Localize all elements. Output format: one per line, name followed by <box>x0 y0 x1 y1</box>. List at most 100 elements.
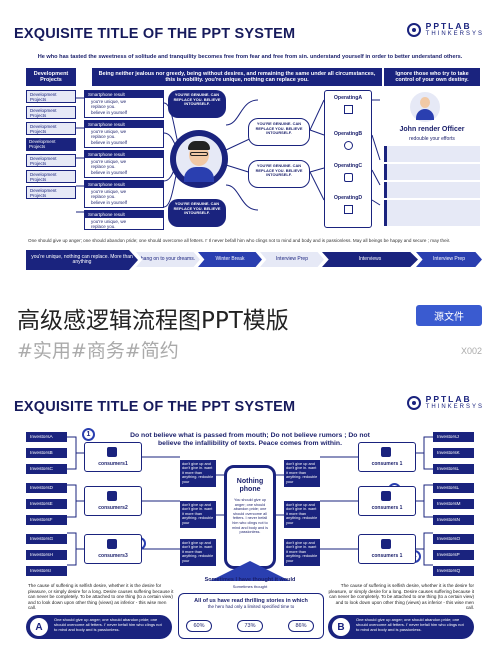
investor-tag: InvestorsN <box>433 515 474 525</box>
investor-tag: InvestorsG <box>26 534 67 544</box>
avatar-icon <box>176 136 222 182</box>
badge-a-bar: A One should give up anger; one should a… <box>26 615 172 639</box>
result-line: you're unique, we <box>91 129 127 135</box>
box-icon <box>107 491 117 501</box>
slide1-subtitle: He who has tasted the sweetness of solit… <box>37 54 463 60</box>
logo-line1: PPTLAB <box>425 394 472 404</box>
box-icon <box>344 105 353 114</box>
slide2-title: EXQUISITE TITLE OF THE PPT SYSTEM <box>14 399 296 415</box>
investor-tag: InvestorsH <box>26 550 67 560</box>
investor-tag: InvestorsL <box>433 483 474 493</box>
gear-icon <box>344 205 353 214</box>
consumer-label: consumers 1 <box>371 461 403 467</box>
investor-tag: InvestorsL <box>433 464 474 474</box>
stats-panel: All of us have read thrilling stories in… <box>178 593 324 639</box>
info-card: don't give up and don't give in. want it… <box>180 539 216 566</box>
logo-line2: THINKERSYS <box>425 404 484 410</box>
dev-project-item: Development Projects <box>26 186 76 199</box>
info-card: don't give up and don't give in. want it… <box>284 460 320 487</box>
investor-tag: InvestorsP <box>433 550 474 560</box>
stats-sub: the hero had only a limited specified ti… <box>207 604 295 609</box>
left-header: Development Projects <box>26 68 76 86</box>
result-line: replace you. <box>91 224 116 230</box>
phone-title: Nothing phone <box>236 478 264 493</box>
info-card: don't give up and don't give in. want it… <box>180 501 216 528</box>
box-icon <box>107 539 117 549</box>
result-line: believe in yourself <box>91 169 128 175</box>
investor-tag: InvestorsQ <box>433 566 474 576</box>
box-icon <box>381 491 391 501</box>
right-header: Ignore those who try to take control of … <box>384 68 480 86</box>
dev-project-item: Development Projects <box>26 106 76 119</box>
speech-bubble: YOU'RE GENUINE. CAN REPLACE YOU. BELIEVE… <box>168 90 226 118</box>
arrow-text: Sometimes I have thought it would <box>204 577 296 583</box>
info-card: don't give up and don't give in. want it… <box>284 501 320 528</box>
investor-tag: InvestorsF <box>26 515 67 525</box>
info-card: don't give up and don't give in. want it… <box>180 460 216 487</box>
slide1-title: EXQUISITE TITLE OF THE PPT SYSTEM <box>14 26 296 42</box>
slide2-connectors <box>67 436 433 566</box>
consumer-box: consumers3 <box>84 534 142 564</box>
consumer-box: consumers1 <box>84 442 142 472</box>
result-line: believe in yourself <box>91 109 128 115</box>
badge-a: A <box>30 618 48 636</box>
consumer-label: consumers1 <box>98 461 128 467</box>
dev-project-item: Development Projects <box>26 170 76 183</box>
slide1-logo: PPTLAB THINKERSYS <box>406 21 484 38</box>
result-title: Smartphone result <box>85 91 163 99</box>
slide-2: EXQUISITE TITLE OF THE PPT SYSTEM PPTLAB… <box>0 365 500 653</box>
investor-tag: InvestorsB <box>26 448 67 458</box>
investor-tag: InvestorsC <box>26 464 67 474</box>
timeline-step: you're unique, nothing can replace. More… <box>26 250 138 270</box>
officer-avatar-icon <box>410 92 440 122</box>
step-number-badge: 1 <box>82 428 95 441</box>
timeline-step: hang on to your dreams. <box>136 252 200 267</box>
result-title: Smartphone result <box>85 211 163 219</box>
result-line: you're unique, we <box>91 189 127 195</box>
investor-tag: InvestorsE <box>26 499 67 509</box>
logo-line1: PPTLAB <box>425 21 472 31</box>
investor-tag: InvestorsJ <box>433 432 474 442</box>
box-icon <box>107 447 117 457</box>
diamond-icon <box>344 173 353 182</box>
result-line: replace you. <box>91 164 116 170</box>
right-paragraph: The cause of suffering is selfish desire… <box>328 583 474 611</box>
investor-tag: InvestorsD <box>26 483 67 493</box>
officer-name: John render Officer <box>399 126 465 133</box>
arrow-sub: Sometimes thought <box>232 584 268 589</box>
timeline-step: Interview Prep <box>416 252 482 267</box>
officer-list <box>384 146 480 228</box>
circle-icon <box>344 141 353 150</box>
cn-title: 高级感逻辑流程图PPT模版 <box>17 308 289 334</box>
consumer-box: consumers 1 <box>358 534 416 564</box>
box-icon <box>381 447 391 457</box>
consumer-label: consumers 1 <box>371 553 403 559</box>
percent-pill: 60% <box>186 620 212 632</box>
percent-pill: 73% <box>237 620 263 632</box>
dev-project-item: Development Projects <box>26 138 76 151</box>
investor-tag: InvestorsA <box>26 432 67 442</box>
timeline-step: Interviews <box>322 252 418 267</box>
left-paragraph: The cause of suffering is selfish desire… <box>28 583 174 611</box>
investor-tag: InvestorsI <box>26 566 67 576</box>
result-title: Smartphone result <box>85 181 163 189</box>
investor-tag: InvestorsK <box>433 448 474 458</box>
cn-tags: #实用#商务#简约 <box>17 340 179 362</box>
badge-a-text: One should give up anger; one should aba… <box>54 617 162 632</box>
dev-project-item: Development Projects <box>26 154 76 167</box>
timeline-step: Interview Prep <box>260 252 324 267</box>
source-file-button[interactable]: 源文件 <box>416 305 482 326</box>
operating-label: OperatingC <box>333 163 363 169</box>
slide2-top-text: Do not believe what is passed from mouth… <box>130 432 370 447</box>
investor-tag: InvestorsM <box>433 499 474 509</box>
operating-column: OperatingA OperatingB OperatingC Operati… <box>324 90 372 228</box>
logo-line2: THINKERSYS <box>425 31 484 37</box>
